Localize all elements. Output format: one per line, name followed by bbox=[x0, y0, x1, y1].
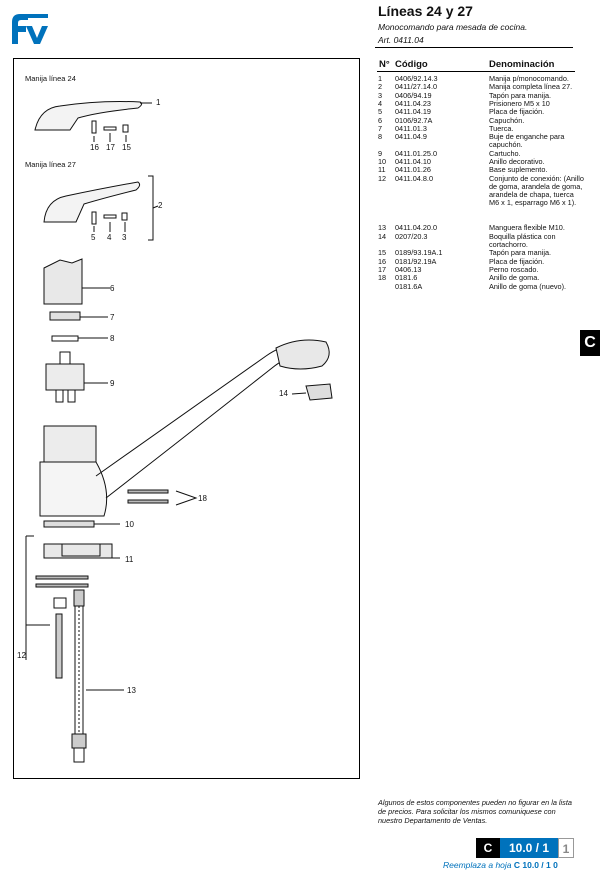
row-number: 9 bbox=[378, 148, 383, 158]
row-number: 6 bbox=[378, 115, 383, 125]
section-tab: C bbox=[580, 330, 600, 356]
row-code: 0411.01.26 bbox=[395, 165, 431, 175]
parts-table: 1 0406/92.14.3 Manija p/monocomando. 2 0411/… bbox=[378, 74, 590, 305]
row-number: 3 bbox=[378, 90, 383, 100]
row-number: 12 bbox=[378, 173, 387, 183]
row-description: Placa de fijación. bbox=[489, 256, 545, 266]
article-code: Art. 0411.04 bbox=[378, 35, 424, 45]
row-number: 11 bbox=[378, 165, 386, 175]
row-description: Conjunto de conexión: (Anillo de goma, a… bbox=[489, 173, 584, 208]
row-number: 2 bbox=[378, 82, 383, 92]
row-number: 14 bbox=[378, 231, 387, 241]
row-description: Anillo de goma (nuevo). bbox=[489, 281, 567, 291]
page-title: Líneas 24 y 27 bbox=[378, 3, 473, 19]
row-number: 17 bbox=[378, 264, 387, 274]
row-code: 0207/20.3 bbox=[395, 231, 428, 241]
row-code: 0411.04.10 bbox=[395, 157, 431, 166]
row-description: Boquilla plástica con cortachorro. bbox=[489, 231, 556, 249]
row-description: Manija completa línea 27. bbox=[489, 82, 573, 92]
callout-8: 8 bbox=[110, 334, 115, 343]
row-description: Capuchón. bbox=[489, 115, 525, 125]
row-description: Anillo de goma. bbox=[489, 273, 540, 283]
row-description: Perno roscado. bbox=[489, 264, 539, 274]
col-header-code: Código bbox=[395, 59, 428, 70]
callout-5: 5 bbox=[91, 233, 96, 242]
callout-18: 18 bbox=[198, 494, 207, 503]
row-description: Anillo decorativo. bbox=[489, 157, 545, 166]
row-code: 0181/92.19A bbox=[395, 256, 437, 266]
row-description: Buje de enganche para capuchón. bbox=[489, 132, 565, 150]
row-description: Placa de fijación. bbox=[489, 107, 545, 117]
callout-10: 10 bbox=[125, 520, 134, 529]
row-code: 0406/94.19 bbox=[395, 90, 432, 100]
callout-7: 7 bbox=[110, 313, 115, 322]
row-code: 0411.04.9 bbox=[395, 132, 427, 142]
row-code: 0411.04.20.0 bbox=[395, 223, 438, 233]
row-number: 16 bbox=[378, 256, 387, 266]
row-description: Manguera flexible M10. bbox=[489, 223, 565, 233]
exploded-diagram-panel bbox=[13, 58, 360, 779]
replaces-code: C 10.0 / 1 0 bbox=[513, 860, 558, 870]
col-header-name: Denominación bbox=[489, 59, 555, 70]
callout-13: 13 bbox=[127, 686, 136, 695]
row-number: 15 bbox=[378, 248, 387, 258]
row-code: 0411.01.3 bbox=[395, 123, 427, 133]
row-code: 0106/92.7A bbox=[395, 115, 433, 125]
row-code: 0411.01.25.0 bbox=[395, 148, 438, 158]
row-code: 0411.04.8.0 bbox=[395, 173, 434, 183]
row-number: 5 bbox=[378, 107, 383, 117]
callout-4: 4 bbox=[107, 233, 112, 242]
row-code: 0411/27.14.0 bbox=[395, 82, 438, 92]
row-description: Tuerca. bbox=[489, 123, 514, 133]
table-header-divider bbox=[377, 71, 575, 72]
row-code: 0411.04.23 bbox=[395, 98, 431, 108]
callout-14: 14 bbox=[279, 389, 288, 398]
callout-17: 17 bbox=[106, 143, 115, 152]
header-divider bbox=[375, 47, 573, 48]
row-number: 10 bbox=[378, 157, 387, 166]
callout-3: 3 bbox=[122, 233, 127, 242]
callout-12: 12 bbox=[17, 651, 26, 660]
row-number: 13 bbox=[378, 223, 387, 233]
row-description: Cartucho. bbox=[489, 148, 521, 158]
callout-6: 6 bbox=[110, 284, 115, 293]
row-description: Manija p/monocomando. bbox=[489, 74, 569, 83]
fv-logo-icon bbox=[12, 14, 48, 44]
callout-16: 16 bbox=[90, 143, 99, 152]
replaces-label: Reemplaza a hoja bbox=[443, 860, 512, 870]
page-subtitle: Monocomando para mesada de cocina. bbox=[378, 22, 528, 32]
row-code: 0181.6A bbox=[395, 281, 423, 291]
row-number: 8 bbox=[378, 132, 383, 142]
row-code: 0406/92.14.3 bbox=[395, 74, 438, 83]
label-handle-24: Manija línea 24 bbox=[25, 74, 76, 83]
callout-2: 2 bbox=[158, 201, 163, 210]
row-description: Base suplemento. bbox=[489, 165, 548, 175]
row-number: 18 bbox=[378, 273, 387, 283]
row-description: Tapón para manija. bbox=[489, 90, 552, 100]
availability-note: Algunos de estos componentes pueden no f… bbox=[378, 798, 572, 825]
row-number: 1 bbox=[378, 74, 383, 83]
row-description: Tapón para manija. bbox=[489, 248, 552, 258]
row-number: 4 bbox=[378, 98, 383, 108]
label-handle-27: Manija línea 27 bbox=[25, 160, 76, 169]
callout-11: 11 bbox=[125, 555, 134, 564]
col-header-number: N° bbox=[379, 59, 390, 70]
row-code: 0411.04.19 bbox=[395, 107, 431, 117]
row-code: 0406.13 bbox=[395, 264, 422, 274]
callout-1: 1 bbox=[156, 98, 161, 107]
callout-9: 9 bbox=[110, 379, 115, 388]
row-code: 0181.6 bbox=[395, 273, 418, 283]
callout-15: 15 bbox=[122, 143, 131, 152]
page-number: 1 bbox=[558, 838, 574, 858]
row-number: 7 bbox=[378, 123, 383, 133]
row-description: Prisionero M5 x 10 bbox=[489, 98, 550, 108]
row-code: 0189/93.19A.1 bbox=[395, 248, 443, 258]
page-section-letter: C bbox=[476, 838, 500, 858]
replaces-sheet: Reemplaza a hoja C 10.0 / 1 0 bbox=[443, 860, 558, 870]
page-code: 10.0 / 1 bbox=[500, 838, 558, 858]
